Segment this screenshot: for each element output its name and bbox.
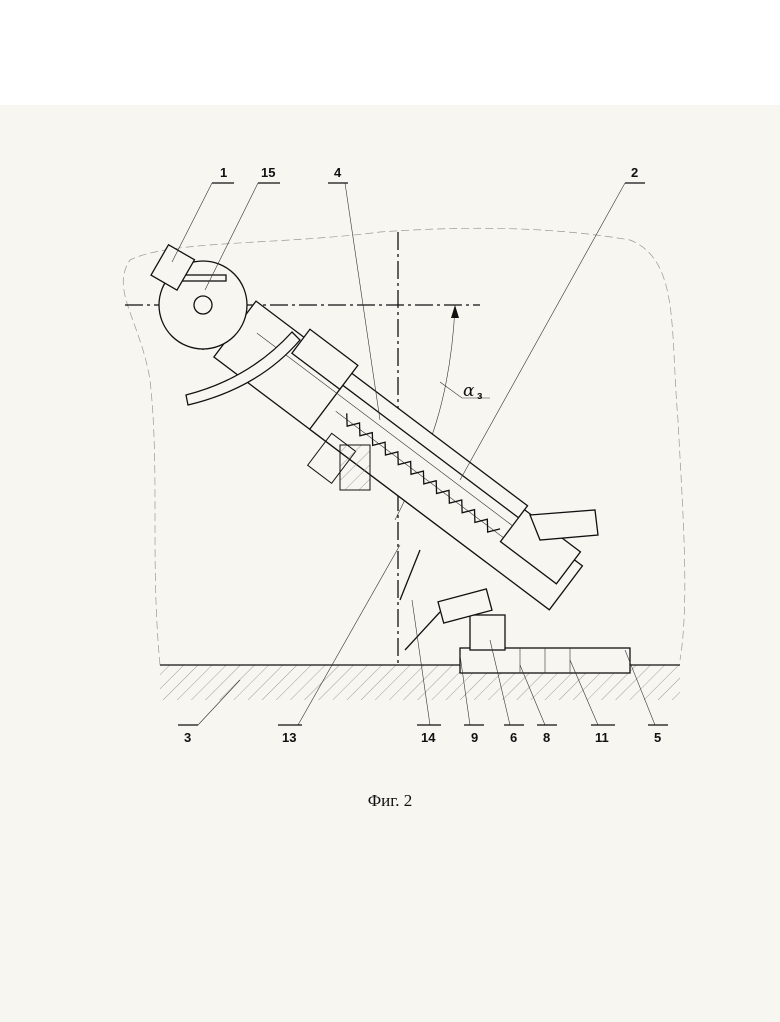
drilling-boom [196,293,598,634]
hatched-block [340,445,370,490]
operator-cab [530,510,598,540]
figure-caption: Фиг. 2 [368,791,413,810]
label-5: 5 [654,730,661,745]
label-13: 13 [282,730,296,745]
label-2: 2 [631,165,638,180]
label-14: 14 [421,730,436,745]
drum-bracket [180,275,226,281]
support-column [470,615,505,650]
top-labels: 1 15 4 2 [212,165,645,183]
label-11: 11 [595,730,609,745]
angle-subscript: з [477,390,483,402]
label-9: 9 [471,730,478,745]
label-4: 4 [334,165,342,180]
label-8: 8 [543,730,550,745]
support-leg [400,550,420,600]
label-15: 15 [261,165,275,180]
label-1: 1 [220,165,227,180]
label-3: 3 [184,730,191,745]
aux-rod [405,612,440,650]
angle-arrow [451,305,459,318]
bottom-labels: 3 13 14 9 6 8 11 5 [178,725,668,745]
label-6: 6 [510,730,517,745]
angle-symbol: α [463,381,475,401]
